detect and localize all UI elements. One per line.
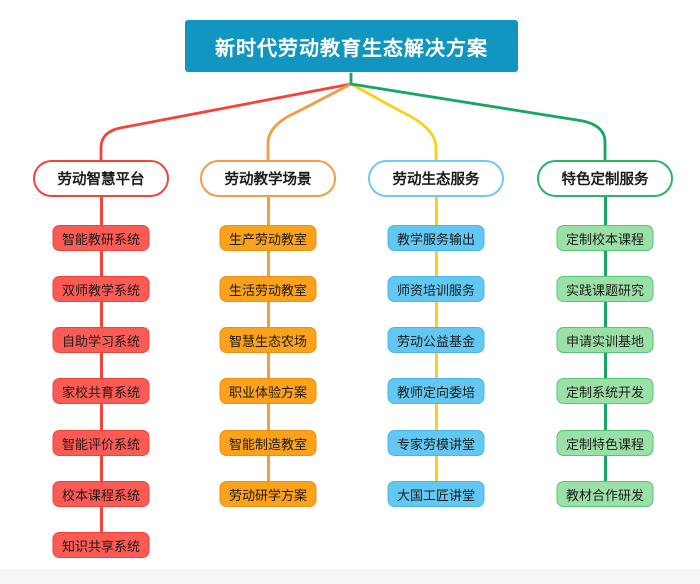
leaf-node[interactable]: 智慧生态农场 (219, 327, 317, 353)
leaf-node[interactable]: 申请实训基地 (556, 327, 654, 353)
branch-node-label: 劳动智慧平台 (57, 172, 145, 188)
branch-column-4: 特色定制服务 定制校本课程 实践课题研究 申请实训基地 定制系统开发 定制特色课… (535, 160, 675, 580)
connector-root-branch-2 (266, 72, 353, 163)
branch-node-label: 特色定制服务 (561, 172, 649, 188)
leaf-node[interactable]: 自助学习系统 (52, 327, 150, 353)
leaf-node[interactable]: 生活劳动教室 (219, 276, 317, 302)
leaf-node[interactable]: 教材合作研发 (556, 481, 654, 507)
leaf-node[interactable]: 实践课题研究 (556, 276, 654, 302)
root-node[interactable]: 新时代劳动教育生态解决方案 (185, 20, 518, 72)
branch-spine-line (99, 197, 103, 546)
connector-root-branch-3 (349, 72, 438, 163)
branch-node-1[interactable]: 劳动智慧平台 (33, 160, 169, 197)
leaf-node[interactable]: 定制校本课程 (556, 225, 654, 251)
branch-column-1: 劳动智慧平台 智能教研系统 双师教学系统 自助学习系统 家校共育系统 智能评价系… (31, 160, 171, 580)
branch-column-2: 劳动教学场景 生产劳动教室 生活劳动教室 智慧生态农场 职业体验方案 智能制造教… (198, 160, 338, 580)
branch-node-2[interactable]: 劳动教学场景 (200, 160, 336, 197)
branch-node-label: 劳动生态服务 (392, 172, 480, 188)
leaf-node[interactable]: 知识共享系统 (52, 532, 150, 558)
connector-root-branch-4 (349, 72, 607, 163)
leaf-node[interactable]: 生产劳动教室 (219, 225, 317, 251)
leaf-node[interactable]: 师资培训服务 (387, 276, 485, 302)
leaf-node[interactable]: 专家劳模讲堂 (387, 430, 485, 456)
leaf-node[interactable]: 智能教研系统 (52, 225, 150, 251)
leaf-node[interactable]: 定制特色课程 (556, 430, 654, 456)
leaf-node[interactable]: 智能制造教室 (219, 430, 317, 456)
branch-column-3: 劳动生态服务 教学服务输出 师资培训服务 劳动公益基金 教师定向委培 专家劳模讲… (366, 160, 506, 580)
leaf-node[interactable]: 劳动研学方案 (219, 481, 317, 507)
branch-node-3[interactable]: 劳动生态服务 (368, 160, 504, 197)
leaf-node[interactable]: 家校共育系统 (52, 378, 150, 404)
leaf-node[interactable]: 劳动公益基金 (387, 327, 485, 353)
leaf-node[interactable]: 职业体验方案 (219, 378, 317, 404)
leaf-node[interactable]: 教师定向委培 (387, 378, 485, 404)
leaf-node[interactable]: 定制系统开发 (556, 378, 654, 404)
branch-node-label: 劳动教学场景 (224, 172, 312, 188)
leaf-node[interactable]: 智能评价系统 (52, 430, 150, 456)
leaf-node[interactable]: 校本课程系统 (52, 481, 150, 507)
leaf-node[interactable]: 双师教学系统 (52, 276, 150, 302)
leaf-node[interactable]: 教学服务输出 (387, 225, 485, 251)
branch-node-4[interactable]: 特色定制服务 (537, 160, 673, 197)
root-node-label: 新时代劳动教育生态解决方案 (215, 37, 488, 60)
leaf-node[interactable]: 大国工匠讲堂 (387, 481, 485, 507)
connector-root-branch-1 (99, 72, 353, 163)
page-footer-strip (0, 570, 700, 584)
